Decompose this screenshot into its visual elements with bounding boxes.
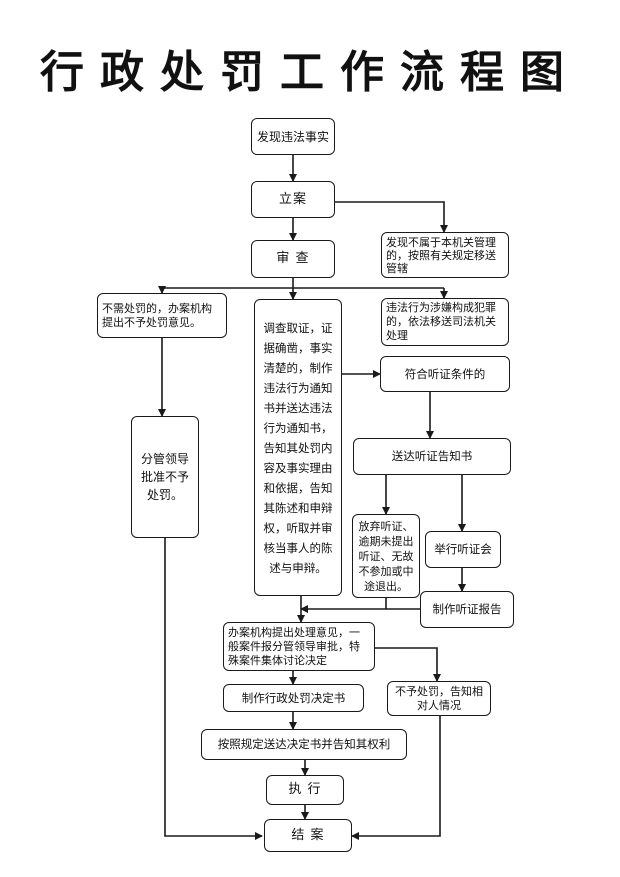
node-no-penalty-needed: 不需处罚的，办案机构提出不予处罚意见。 bbox=[97, 293, 227, 338]
node-deliver: 按照规定送达决定书并告知其权利 bbox=[201, 729, 407, 760]
node-decision: 制作行政处罚决定书 bbox=[223, 684, 364, 712]
arrow-register-jurisdiction bbox=[335, 201, 448, 233]
node-hearing-conditions: 符合听证条件的 bbox=[380, 356, 510, 392]
arrow-leader-close bbox=[164, 538, 263, 840]
node-discover: 发现违法事实 bbox=[251, 118, 335, 155]
node-review: 审 查 bbox=[251, 240, 335, 278]
node-opinion: 办案机构提出处理意见，一般案件报分管领导审批，特殊案件集体讨论决定 bbox=[223, 622, 375, 671]
node-hold-hearing: 举行听证会 bbox=[425, 531, 501, 568]
node-waive-hearing: 放弃听证、逾期未提出听证、无故不参加或中途退出。 bbox=[352, 514, 420, 598]
node-hearing-report: 制作听证报告 bbox=[420, 591, 514, 628]
page-title: 行政处罚工作流程图 bbox=[40, 47, 580, 98]
node-leader-no-penalty: 分管领导批准不予处罚。 bbox=[131, 416, 199, 538]
node-hearing-notice: 送达听证告知书 bbox=[353, 438, 511, 475]
node-criminal: 违法行为涉嫌构成犯罪的，依法移送司法机关处理 bbox=[381, 298, 509, 346]
node-not-jurisdiction: 发现不属于本机关管理的，按照有关规定移送管辖 bbox=[381, 232, 509, 278]
arrow-opinion-inform bbox=[375, 647, 441, 682]
node-close: 结 案 bbox=[264, 819, 352, 852]
node-inform-no-penalty: 不予处罚，告知相对人情况 bbox=[387, 681, 491, 716]
node-execute: 执 行 bbox=[266, 775, 344, 805]
arrow-inform-close bbox=[351, 716, 441, 840]
node-register: 立案 bbox=[251, 181, 335, 218]
node-investigate: 调查取证，证据确凿，事实清楚的，制作违法行为通知书并送达违法行为通知书，告知其处… bbox=[254, 299, 342, 596]
